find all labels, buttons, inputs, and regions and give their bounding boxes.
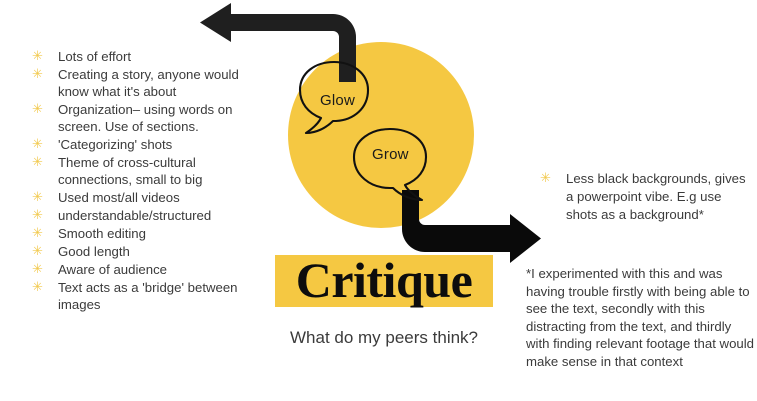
list-item: ✳ 'Categorizing' shots xyxy=(30,136,245,153)
asterisk-bullet-icon: ✳ xyxy=(32,225,43,240)
list-item-label: Aware of audience xyxy=(58,262,167,277)
list-item-label: Used most/all videos xyxy=(58,190,180,205)
asterisk-bullet-icon: ✳ xyxy=(32,261,43,276)
list-item: ✳ Good length xyxy=(30,243,245,260)
list-item-label: Organization– using words on screen. Use… xyxy=(58,102,233,134)
list-item: ✳ understandable/structured xyxy=(30,207,245,224)
asterisk-bullet-icon: ✳ xyxy=(32,279,43,294)
asterisk-bullet-icon: ✳ xyxy=(540,170,551,185)
footnote-text: *I experimented with this and was having… xyxy=(526,266,754,369)
right-feedback-list: ✳ Less black backgrounds, gives a powerp… xyxy=(538,170,748,225)
list-item-label: Text acts as a 'bridge' between images xyxy=(58,280,238,312)
list-item-label: 'Categorizing' shots xyxy=(58,137,173,152)
list-item: ✳ Theme of cross-cultural connections, s… xyxy=(30,154,245,188)
asterisk-bullet-icon: ✳ xyxy=(32,154,43,169)
list-item: ✳ Lots of effort xyxy=(30,48,245,65)
asterisk-bullet-icon: ✳ xyxy=(32,66,43,81)
asterisk-bullet-icon: ✳ xyxy=(32,136,43,151)
page-title: Critique xyxy=(295,252,473,308)
list-item: ✳ Organization– using words on screen. U… xyxy=(30,101,245,135)
list-item-label: understandable/structured xyxy=(58,208,212,223)
list-item: ✳ Smooth editing xyxy=(30,225,245,242)
speech-bubbles-group: Glow Grow xyxy=(288,42,474,228)
left-feedback-list: ✳ Lots of effort ✳ Creating a story, any… xyxy=(30,48,245,314)
grow-bubble-label: Grow xyxy=(372,146,409,163)
list-item-label: Good length xyxy=(58,244,130,259)
list-item: ✳ Less black backgrounds, gives a powerp… xyxy=(538,170,748,224)
page-subtitle: What do my peers think? xyxy=(289,328,479,347)
list-item: ✳ Text acts as a 'bridge' between images xyxy=(30,279,245,313)
asterisk-bullet-icon: ✳ xyxy=(32,243,43,258)
list-item-label: Creating a story, anyone would know what… xyxy=(58,67,239,99)
list-item-label: Theme of cross-cultural connections, sma… xyxy=(58,155,203,187)
list-item: ✳ Used most/all videos xyxy=(30,189,245,206)
list-item: ✳ Aware of audience xyxy=(30,261,245,278)
asterisk-bullet-icon: ✳ xyxy=(32,189,43,204)
asterisk-bullet-icon: ✳ xyxy=(32,101,43,116)
asterisk-bullet-icon: ✳ xyxy=(32,207,43,222)
asterisk-bullet-icon: ✳ xyxy=(32,48,43,63)
list-item-label: Smooth editing xyxy=(58,226,146,241)
critique-title-highlight xyxy=(275,255,493,307)
glow-bubble-label: Glow xyxy=(320,92,355,109)
list-item-label: Lots of effort xyxy=(58,49,132,64)
list-item-label: Less black backgrounds, gives a powerpoi… xyxy=(566,171,746,222)
list-item: ✳ Creating a story, anyone would know wh… xyxy=(30,66,245,100)
